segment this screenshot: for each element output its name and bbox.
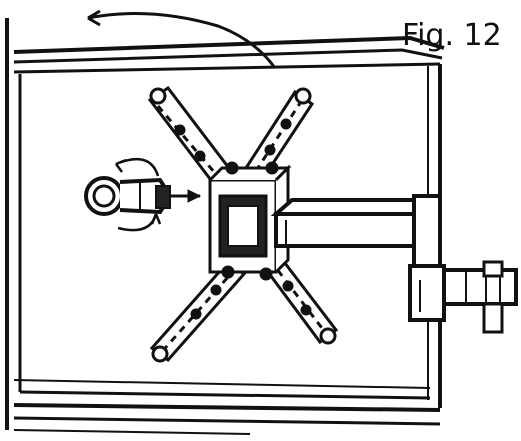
bracket-arm-lower-left <box>149 259 247 363</box>
rotation-arrow-left <box>115 157 162 232</box>
bracket-arm-lower-right <box>259 252 339 345</box>
wall-plate <box>408 260 518 334</box>
bolt-screw <box>84 176 202 216</box>
rotation-arrow-top <box>87 9 277 69</box>
bracket-arm-upper-right <box>243 87 315 183</box>
figure-label: Fig. 12 <box>402 18 502 53</box>
tv-panel <box>13 35 445 435</box>
extension-arm <box>270 194 442 270</box>
